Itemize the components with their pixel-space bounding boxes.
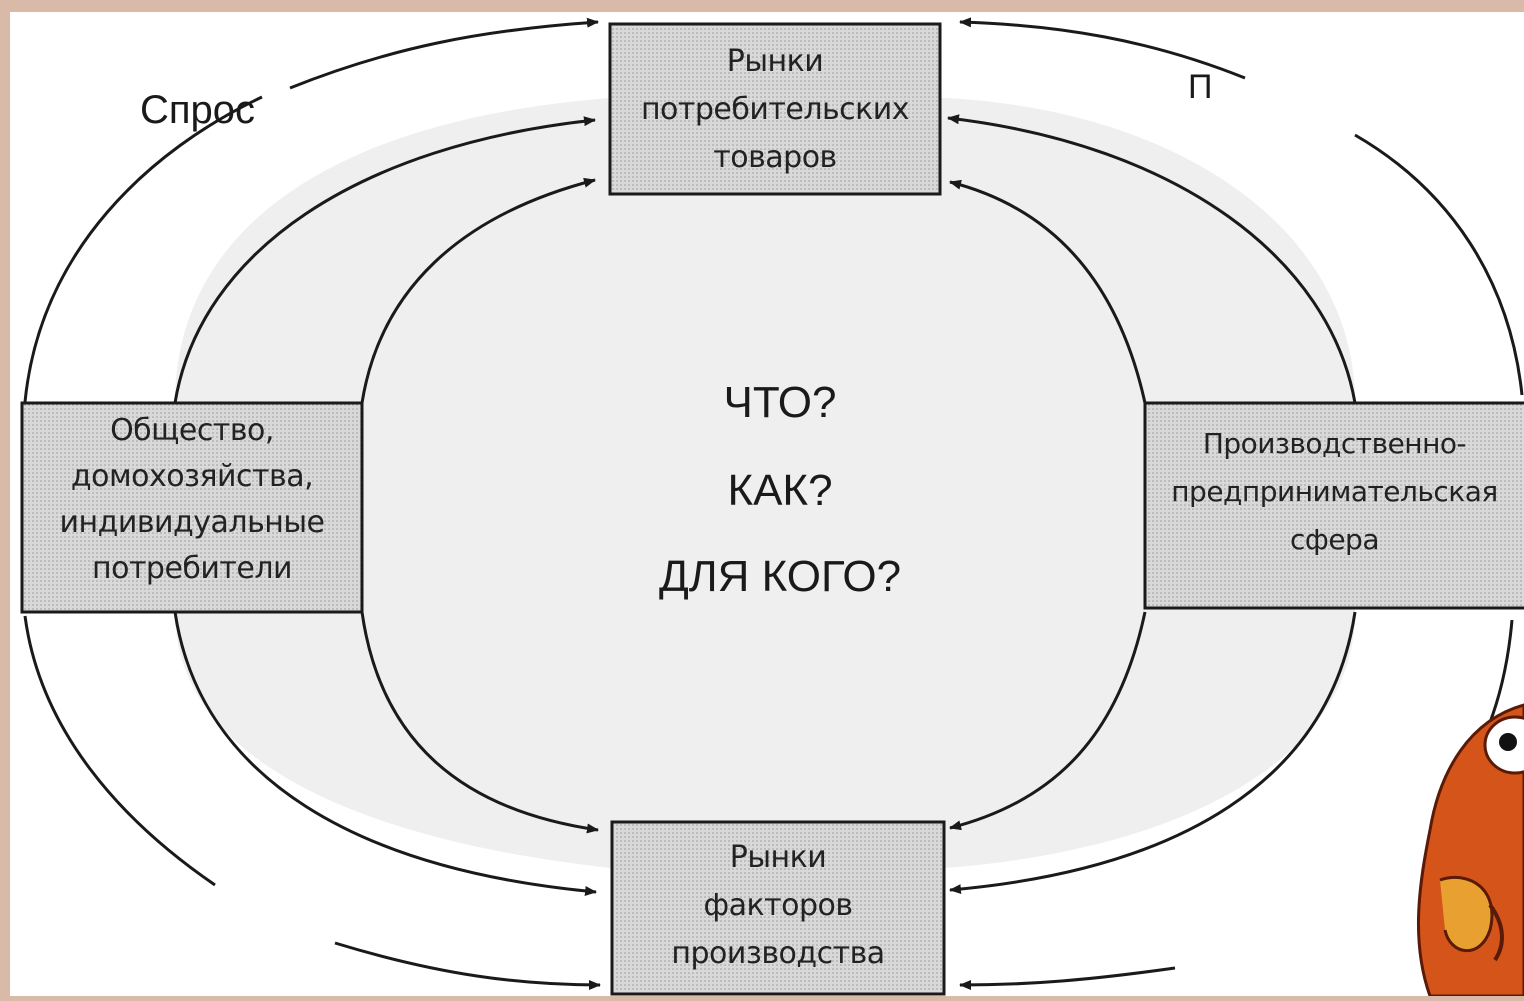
mascot-illustration: [1416, 703, 1524, 998]
box-left-line-3: индивидуальные: [59, 505, 325, 540]
box-top-line-2: потребительских: [640, 92, 910, 127]
box-top-text: Рынки потребительских товаров: [610, 38, 940, 182]
outer-arc-bottom-left-arrow: [334, 941, 601, 990]
middle-arc-bottom-right: [949, 611, 1357, 895]
box-bottom-line-3: производства: [671, 936, 885, 971]
outer-arc-bottom-left: [23, 615, 216, 887]
question-what: ЧТО?: [723, 378, 837, 427]
label-supply-fragment: П: [1188, 68, 1213, 106]
box-top-line-3: товаров: [713, 140, 837, 175]
outer-arc-top-left: [23, 95, 263, 403]
box-left-line-1: Общество,: [110, 413, 274, 448]
middle-arc-bottom-left: [173, 611, 597, 896]
box-right-line-3: сфера: [1290, 523, 1380, 556]
middle-arc-top-left: [173, 116, 596, 404]
box-bottom-line-1: Рынки: [729, 840, 827, 875]
box-business-sector: [1143, 401, 1524, 610]
box-top-line-1: Рынки: [726, 44, 824, 79]
question-how: КАК?: [727, 466, 833, 515]
middle-arc-top-right: [947, 114, 1357, 404]
question-for-whom: ДЛЯ КОГО?: [658, 552, 902, 601]
outer-arc-bottom-right-arrow: [959, 966, 1176, 990]
box-bottom-text: Рынки факторов производства: [612, 834, 944, 978]
outer-arc-top-right-arrow: [959, 17, 1246, 80]
inner-area: [175, 98, 1355, 868]
box-left-line-2: домохозяйства,: [70, 459, 314, 494]
box-right-line-2: предпринимательская: [1171, 475, 1498, 508]
box-households: [20, 401, 364, 614]
box-right-line-1: Производственно-: [1202, 427, 1467, 460]
box-bottom-line-2: факторов: [703, 888, 853, 923]
outer-arc-right-top: [1354, 133, 1524, 396]
inner-arc-bottom-right: [949, 611, 1147, 831]
inner-arc-top-right: [949, 179, 1147, 404]
inner-arc-bottom-left: [360, 611, 599, 834]
box-left-line-4: потребители: [91, 551, 293, 586]
box-left-text: Общество, домохозяйства, индивидуальные …: [22, 408, 362, 592]
box-consumer-goods-markets: [608, 22, 942, 196]
outer-arc-top-left-arrow: [289, 17, 599, 90]
box-right-text: Производственно- предпринимательская сфе…: [1145, 420, 1524, 564]
inner-arc-top-left: [360, 177, 596, 404]
label-demand: Спрос: [140, 88, 256, 132]
box-factor-markets: [610, 820, 946, 996]
